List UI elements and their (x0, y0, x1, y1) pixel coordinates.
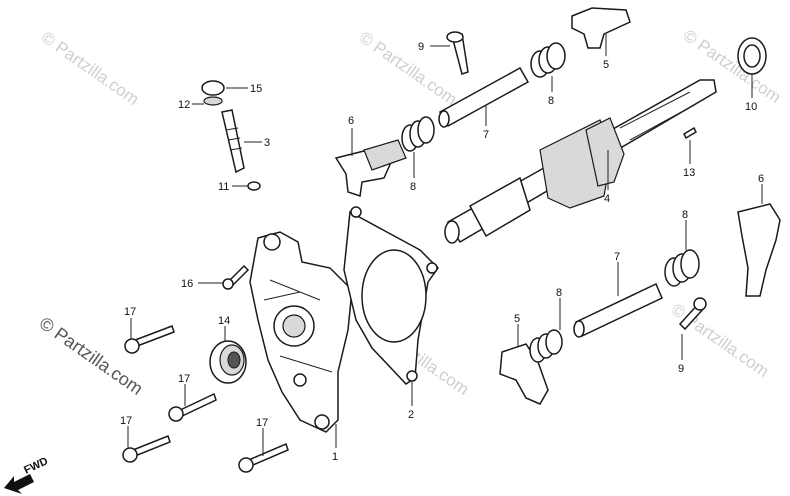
part-pin (683, 126, 697, 140)
callout-12: 12 (178, 99, 190, 111)
part-housing (249, 231, 353, 433)
part-washer (203, 96, 223, 106)
callout-16: 16 (181, 278, 193, 290)
part-spring-upper-right (530, 42, 566, 78)
watermark-top-center: © Partzilla.com (356, 28, 461, 109)
callout-1: 1 (332, 451, 338, 463)
part-bolts (122, 264, 289, 473)
part-spring-lower-right (664, 249, 700, 287)
callout-17-d: 17 (256, 417, 268, 429)
callout-10: 10 (745, 101, 757, 113)
callout-11: 11 (218, 181, 229, 193)
callout-3: 3 (264, 137, 270, 149)
callout-5-a: 5 (603, 59, 609, 71)
fwd-arrow-icon (4, 474, 34, 494)
callout-15: 15 (250, 83, 262, 95)
callout-7-a: 7 (483, 129, 489, 141)
callout-13: 13 (683, 167, 695, 179)
callout-17-c: 17 (120, 415, 132, 427)
part-oil-seal (737, 37, 767, 75)
watermark-strong: © Partzilla.com (36, 313, 147, 399)
part-upper-rocker-assembly (334, 7, 631, 197)
callout-8-a: 8 (410, 181, 416, 193)
part-gasket (343, 206, 439, 385)
callout-7-b: 7 (614, 251, 620, 263)
part-spring-lower-left (529, 329, 563, 363)
part-lower-rocker-assembly (499, 203, 781, 405)
leader-lines (127, 34, 763, 456)
part-camshaft (444, 79, 717, 244)
fwd-label: FWD (22, 455, 50, 476)
part-pinion-shaft (221, 109, 245, 174)
callout-17-a: 17 (124, 306, 136, 318)
callout-9-b: 9 (678, 363, 684, 375)
callout-8-d: 8 (556, 287, 562, 299)
callout-6-b: 6 (758, 173, 764, 185)
callout-2: 2 (408, 409, 414, 421)
callout-8-c: 8 (682, 209, 688, 221)
watermark-top-left: © Partzilla.com (38, 28, 143, 109)
callout-4: 4 (604, 193, 610, 205)
callout-8-b: 8 (548, 95, 554, 107)
part-o-ring (247, 181, 261, 191)
callout-17-b: 17 (178, 373, 190, 385)
callout-14: 14 (218, 315, 230, 327)
part-bearing (209, 340, 247, 384)
callout-9-a: 9 (418, 41, 424, 53)
part-spring-upper-left (401, 116, 435, 152)
callout-5-b: 5 (514, 313, 520, 325)
part-seal-small (201, 80, 225, 96)
callout-6-a: 6 (348, 115, 354, 127)
fwd-indicator: FWD (4, 455, 50, 494)
callouts: 15 12 3 11 16 17 14 17 17 17 1 2 6 8 9 7… (120, 41, 764, 463)
